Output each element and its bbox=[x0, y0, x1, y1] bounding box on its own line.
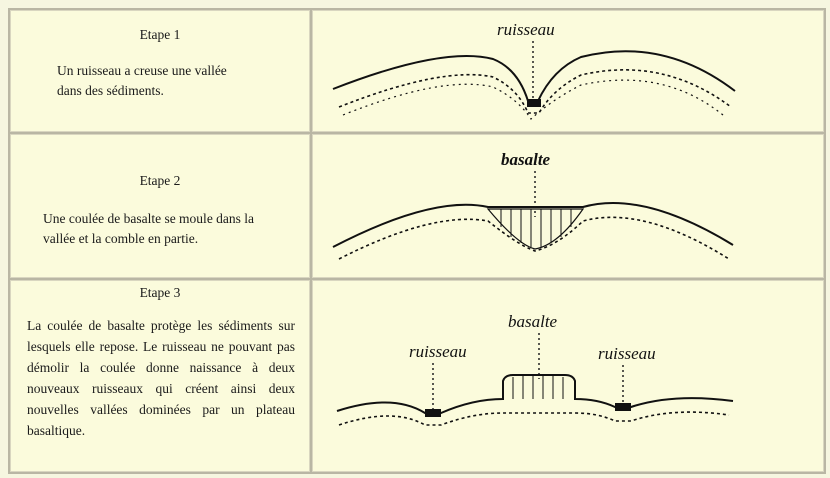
step-1-line-1: Un ruisseau a creuse une vallée bbox=[57, 61, 289, 81]
step-1-title: Etape 1 bbox=[11, 27, 309, 43]
step-1-figure-cell: ruisseau bbox=[312, 10, 824, 132]
step-2-text-cell: Etape 2 Une coulée de basalte se moule d… bbox=[10, 134, 310, 278]
step-3-figure-cell: basalte ruisseau ruisseau bbox=[312, 280, 824, 472]
step-row-3: Etape 3 La coulée de basalte protège les… bbox=[10, 280, 824, 472]
basalt-hatching bbox=[501, 209, 571, 247]
step-1-text-cell: Etape 1 Un ruisseau a creuse une vallée … bbox=[10, 10, 310, 132]
step-2-cross-section: basalte bbox=[313, 135, 823, 277]
stream-label: ruisseau bbox=[497, 20, 555, 39]
step-1-line-2: dans des sédiments. bbox=[57, 81, 289, 101]
right-stream-channel bbox=[615, 403, 631, 411]
eroded-surface-line bbox=[337, 375, 733, 413]
step-2-line-2: vallée et la comble en partie. bbox=[43, 229, 291, 249]
step-3-description: La coulée de basalte protège les sédimen… bbox=[27, 315, 295, 441]
step-2-line-1: Une coulée de basalte se moule dans la bbox=[43, 209, 291, 229]
plateau-basalt-label: basalte bbox=[508, 312, 558, 331]
diagram-table-container: Etape 1 Un ruisseau a creuse une vallée … bbox=[8, 8, 826, 478]
left-stream-label: ruisseau bbox=[409, 342, 467, 361]
step-1-cross-section: ruisseau bbox=[313, 11, 823, 131]
step-2-description: Une coulée de basalte se moule dans la v… bbox=[43, 209, 291, 249]
step-row-1: Etape 1 Un ruisseau a creuse une vallée … bbox=[10, 10, 824, 132]
sediment-surface-line bbox=[333, 51, 735, 101]
left-stream-channel bbox=[425, 409, 441, 417]
step-2-figure-cell: basalte bbox=[312, 134, 824, 278]
sediment-pebble-band bbox=[339, 412, 729, 425]
step-3-cross-section: basalte ruisseau ruisseau bbox=[313, 281, 823, 471]
step-2-title: Etape 2 bbox=[11, 173, 309, 189]
plateau-hatching bbox=[513, 375, 563, 399]
basalt-fill-outline bbox=[488, 209, 583, 249]
step-1-description: Un ruisseau a creuse une vallée dans des… bbox=[57, 61, 289, 101]
step-3-title: Etape 3 bbox=[11, 285, 309, 301]
step-3-text-cell: Etape 3 La coulée de basalte protège les… bbox=[10, 280, 310, 472]
erosion-steps-table: Etape 1 Un ruisseau a creuse une vallée … bbox=[8, 8, 826, 474]
stream-channel bbox=[527, 99, 541, 107]
sediment-pebble-band bbox=[339, 217, 729, 259]
basalt-label: basalte bbox=[501, 150, 551, 169]
right-stream-label: ruisseau bbox=[598, 344, 656, 363]
step-row-2: Etape 2 Une coulée de basalte se moule d… bbox=[10, 134, 824, 278]
